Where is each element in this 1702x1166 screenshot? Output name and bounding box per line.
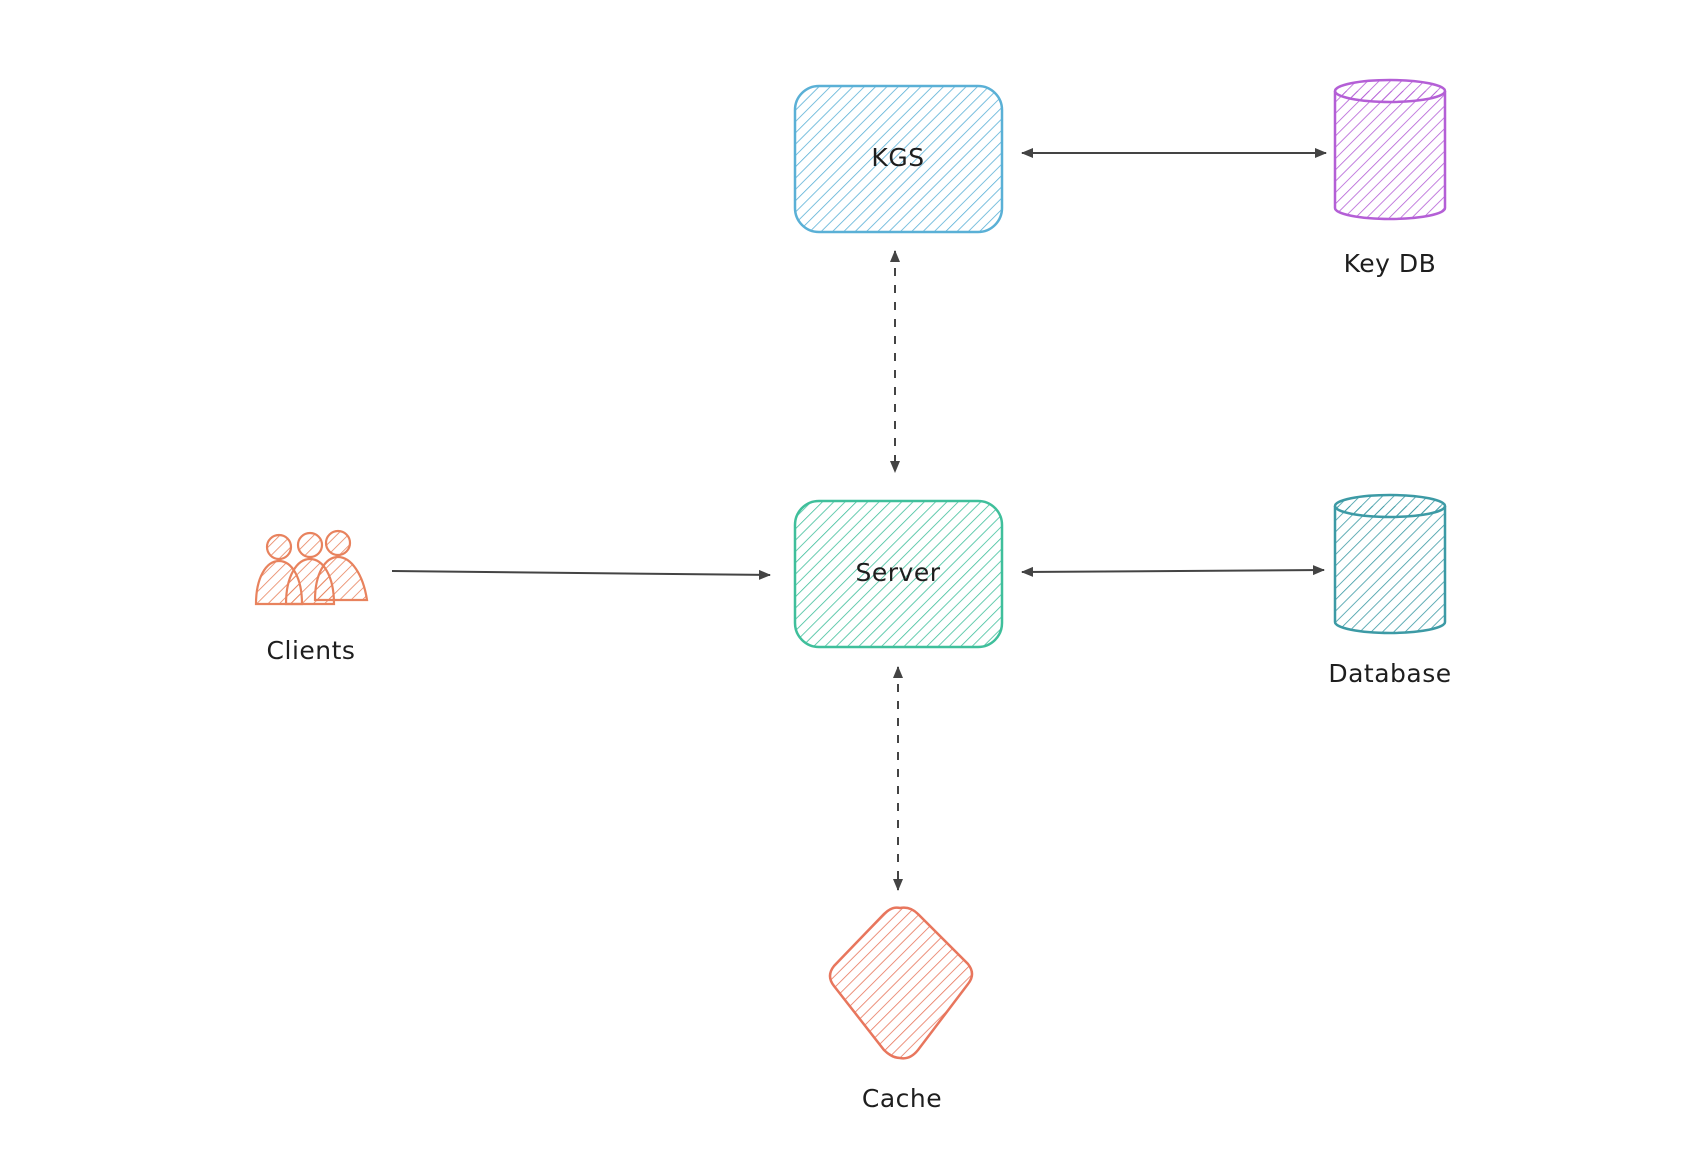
clients-node[interactable]: Clients [254,529,369,665]
key-db-label: Key DB [1344,249,1437,278]
server-node[interactable]: Server [793,499,1004,649]
edges [391,148,1327,891]
edge-server-database [1021,565,1325,577]
kgs-label: KGS [871,143,924,172]
database-label: Database [1328,659,1451,688]
clients-label: Clients [267,636,356,665]
server-label: Server [856,558,941,587]
users-icon [254,529,369,606]
cache-node[interactable]: Cache [828,906,974,1113]
kgs-node[interactable]: KGS [793,84,1004,234]
database-node[interactable]: Database [1328,493,1451,688]
key-db-node[interactable]: Key DB [1333,78,1447,278]
edge-clients-server [391,569,771,580]
cache-label: Cache [862,1084,942,1113]
